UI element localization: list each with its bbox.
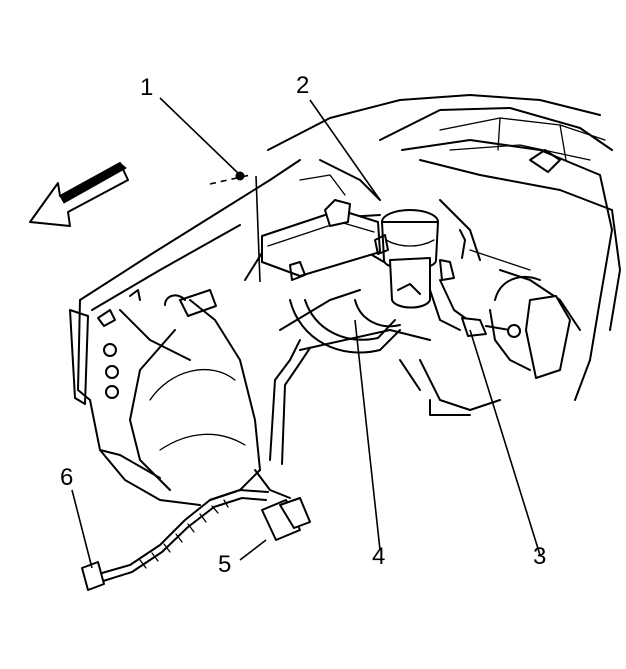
- callout-2: 2: [296, 72, 310, 99]
- callout-4: 4: [372, 543, 386, 570]
- engine-rail: [244, 199, 501, 416]
- wiring-harness: [81, 289, 311, 591]
- fender-structure: [69, 159, 301, 405]
- callout-leaders: [71, 97, 541, 569]
- wheelhouse-panel: [89, 299, 261, 506]
- reservoir: [371, 209, 439, 309]
- hoses: [289, 229, 521, 354]
- cowl-panel: [267, 94, 621, 401]
- callout-1: 1: [140, 74, 154, 101]
- callout-5: 5: [218, 551, 232, 578]
- direction-arrow-icon: [29, 162, 129, 227]
- callout-3: 3: [533, 543, 547, 570]
- callout-6: 6: [60, 464, 74, 491]
- strut-tower: [299, 159, 581, 379]
